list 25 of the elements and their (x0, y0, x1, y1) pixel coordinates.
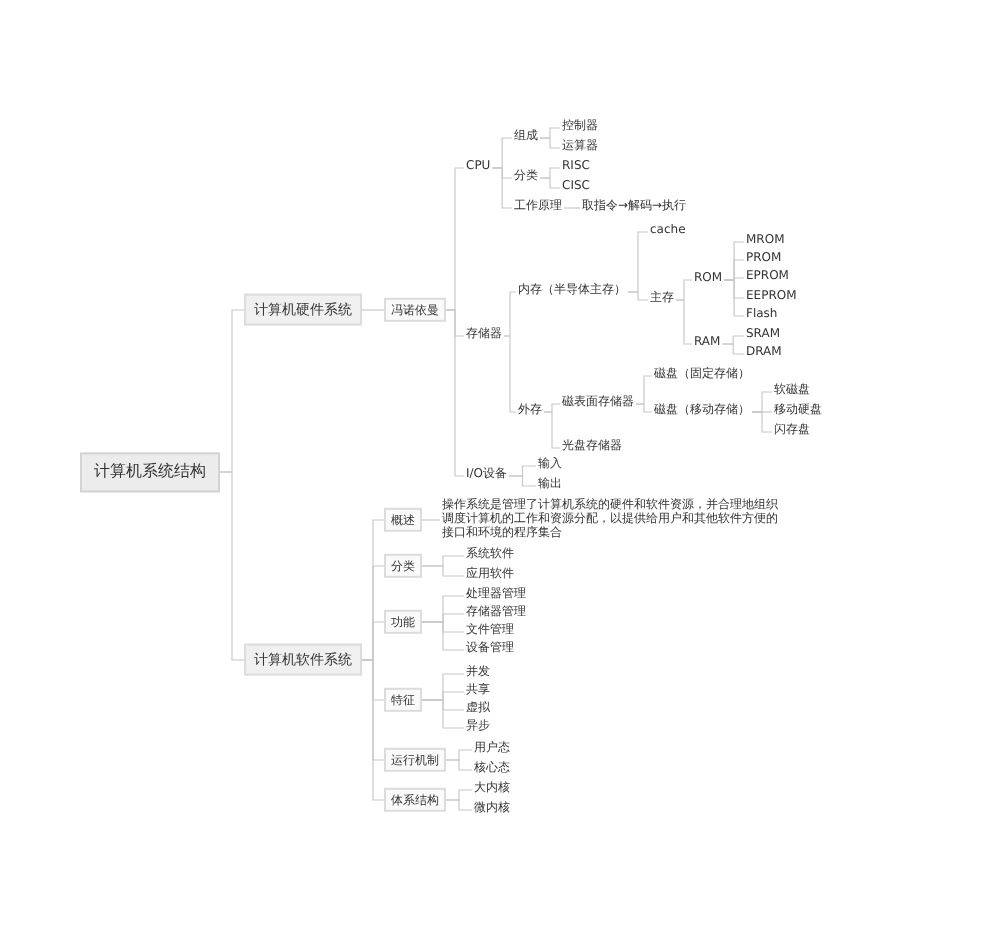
connector-line (219, 471, 245, 661)
connector-line (503, 291, 517, 337)
connector-line (445, 799, 473, 811)
connector-line (539, 177, 561, 189)
connector-line (539, 137, 561, 149)
connector-line (421, 621, 465, 651)
connector-line (675, 299, 693, 345)
topic-box: 计算机系统结构 (80, 452, 220, 492)
connector-line (627, 291, 649, 301)
connector-line (508, 475, 537, 487)
connector-line (421, 565, 465, 577)
connector-line (543, 411, 561, 449)
connector-line (361, 659, 385, 801)
connector-line (563, 207, 581, 209)
connector-line (361, 309, 385, 311)
connector-line (445, 759, 473, 771)
connector-line (421, 519, 441, 521)
connector-line (751, 411, 773, 433)
connector-line (491, 167, 513, 209)
connector-line (635, 403, 653, 413)
connector-line (721, 343, 745, 355)
connector-line (723, 279, 745, 317)
connector-line (421, 699, 465, 729)
connector-line (445, 309, 465, 477)
connector-line (503, 335, 517, 413)
